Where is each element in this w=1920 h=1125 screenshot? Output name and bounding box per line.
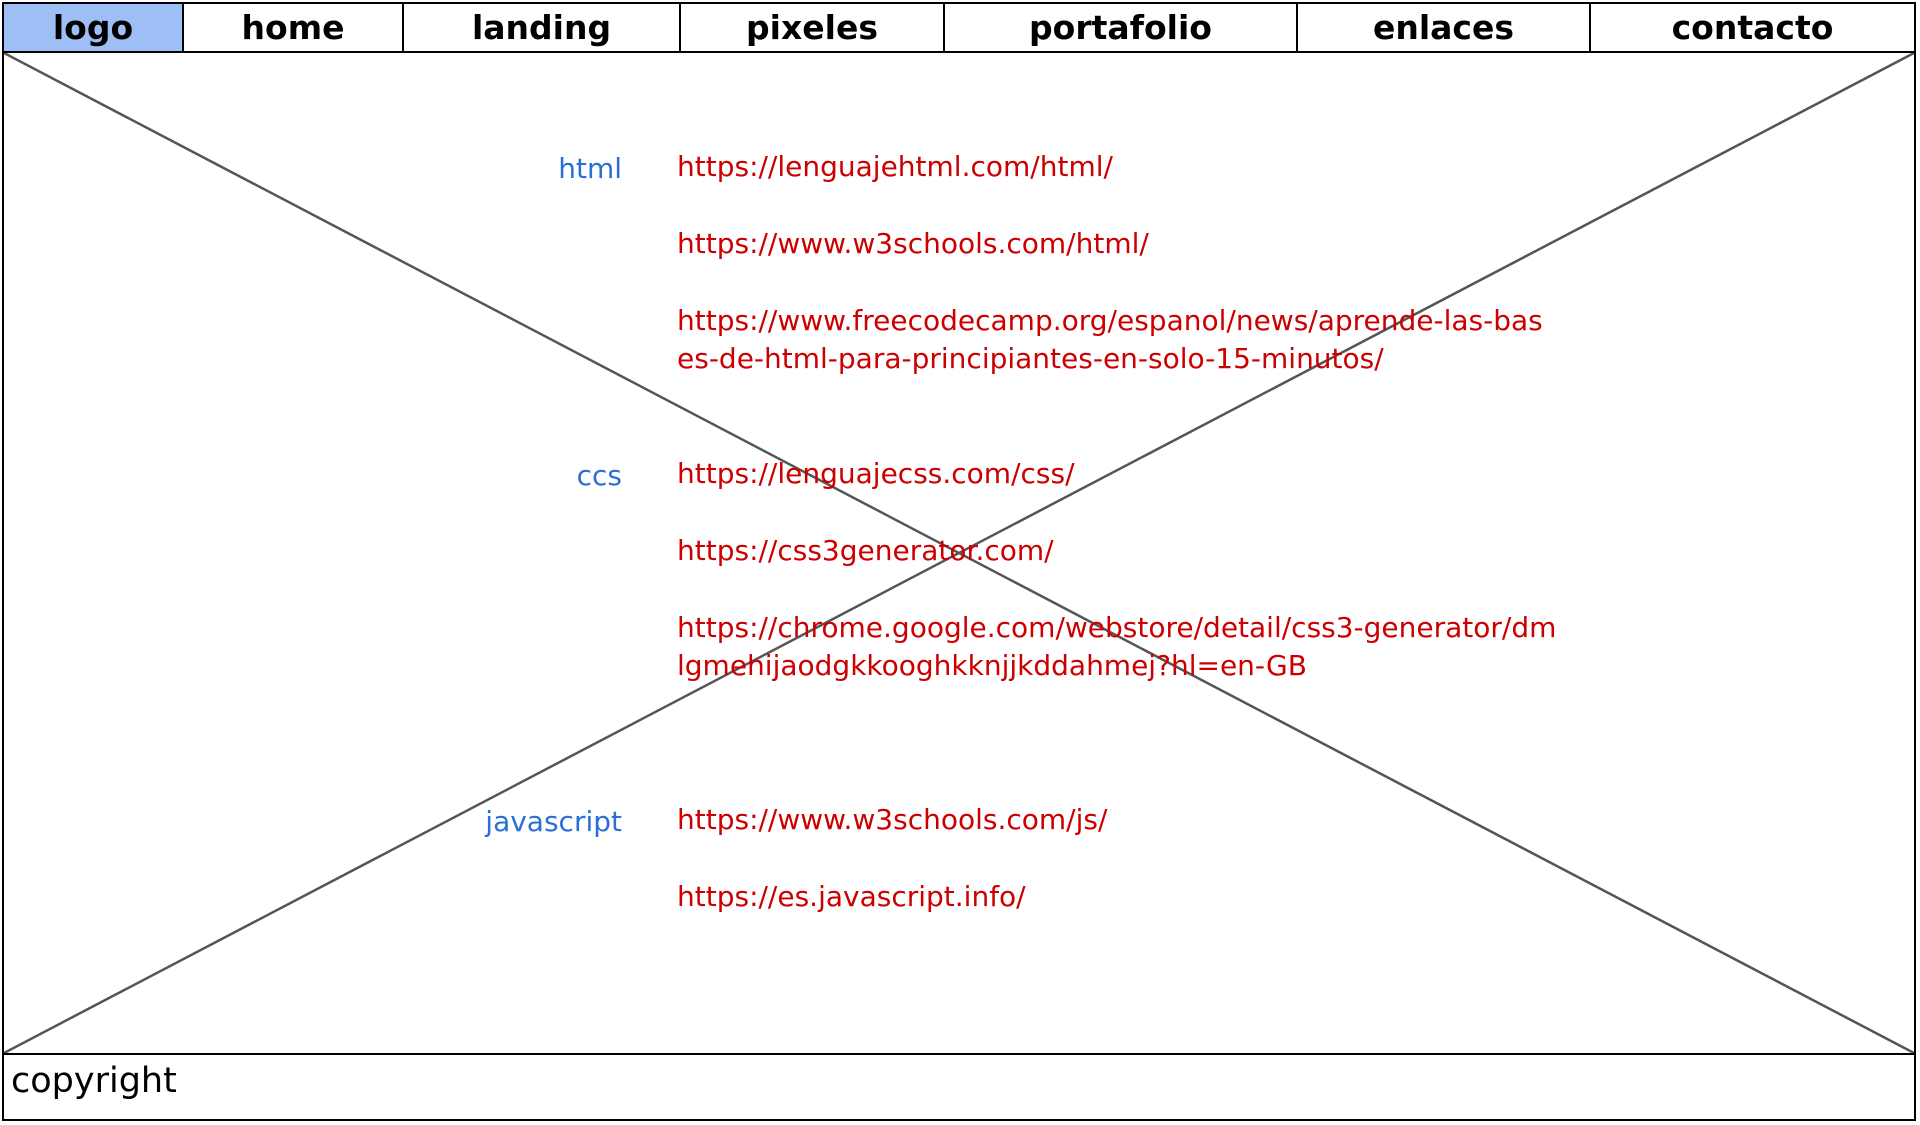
nav-item-logo[interactable]: logo [4, 4, 184, 51]
section-label-ccs: ccs [576, 459, 622, 492]
link-item[interactable]: https://css3generator.com/ [677, 534, 1054, 567]
nav-item-contacto[interactable]: contacto [1671, 8, 1834, 47]
placeholder-cross [4, 53, 1914, 1053]
cross-line-up [4, 53, 1914, 1053]
nav-item-portafolio[interactable]: portafolio [945, 4, 1298, 51]
footer: copyright [2, 1055, 1916, 1121]
nav-item-enlaces[interactable]: enlaces [1298, 4, 1591, 51]
link-item[interactable]: https://chrome.google.com/webstore/detai… [677, 611, 1557, 682]
link-item[interactable]: https://www.freecodecamp.org/espanol/new… [677, 304, 1543, 375]
copyright-text: copyright [11, 1061, 177, 1101]
content-placeholder: html https://lenguajehtml.com/html/ http… [2, 53, 1916, 1055]
section-label-javascript: javascript [485, 805, 622, 838]
link-item[interactable]: https://lenguajehtml.com/html/ [677, 150, 1113, 183]
nav-item-pixeles[interactable]: pixeles [681, 4, 945, 51]
link-item[interactable]: https://es.javascript.info/ [677, 880, 1026, 913]
section-label-html: html [558, 152, 622, 185]
link-item[interactable]: https://www.w3schools.com/js/ [677, 803, 1108, 836]
link-item[interactable]: https://www.w3schools.com/html/ [677, 227, 1149, 260]
nav-item-home[interactable]: home [184, 4, 404, 51]
top-nav: logo home landing pixeles portafolio enl… [2, 2, 1916, 53]
link-item[interactable]: https://lenguajecss.com/css/ [677, 457, 1075, 490]
nav-item-landing[interactable]: landing [404, 4, 681, 51]
